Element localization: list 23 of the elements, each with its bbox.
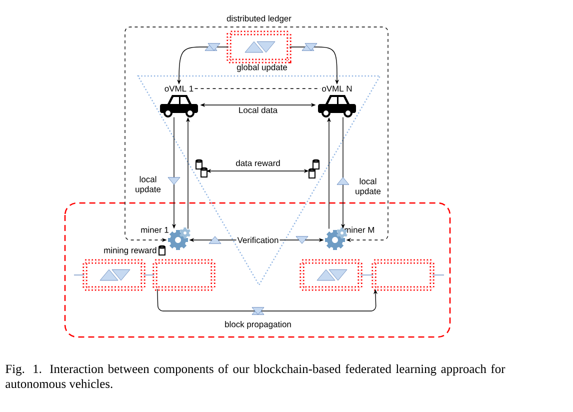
edge-label: local update bbox=[349, 177, 387, 197]
arrow bbox=[124, 26, 388, 242]
ledger-block: distributed ledger bbox=[226, 14, 292, 64]
vehicle: oVML N bbox=[318, 86, 356, 118]
edge-label: block propagation bbox=[224, 320, 292, 330]
coin-icon bbox=[308, 159, 320, 178]
caption: Fig. 1. Interaction between components of our blockchain-based federated learning approach for autonomous vehicles. bbox=[6, 364, 506, 388]
block bbox=[372, 259, 434, 291]
edge-label: local update bbox=[129, 175, 167, 195]
vehicle: oVML 1 bbox=[160, 86, 198, 118]
edge-label: Verification bbox=[236, 236, 280, 244]
label-text: global update bbox=[236, 64, 288, 72]
edge-label: data reward bbox=[234, 158, 282, 168]
coin-icon bbox=[196, 159, 208, 178]
block bbox=[82, 259, 146, 291]
node-label: miner 1 bbox=[141, 226, 168, 233]
node-label: oVML 1 bbox=[164, 86, 194, 92]
block bbox=[152, 259, 216, 291]
label-text: mining reward bbox=[104, 247, 156, 255]
node-label: distributed ledger bbox=[226, 15, 292, 24]
edge-label: Local data bbox=[237, 106, 279, 114]
block bbox=[300, 259, 362, 291]
node-label: oVML N bbox=[322, 86, 352, 92]
